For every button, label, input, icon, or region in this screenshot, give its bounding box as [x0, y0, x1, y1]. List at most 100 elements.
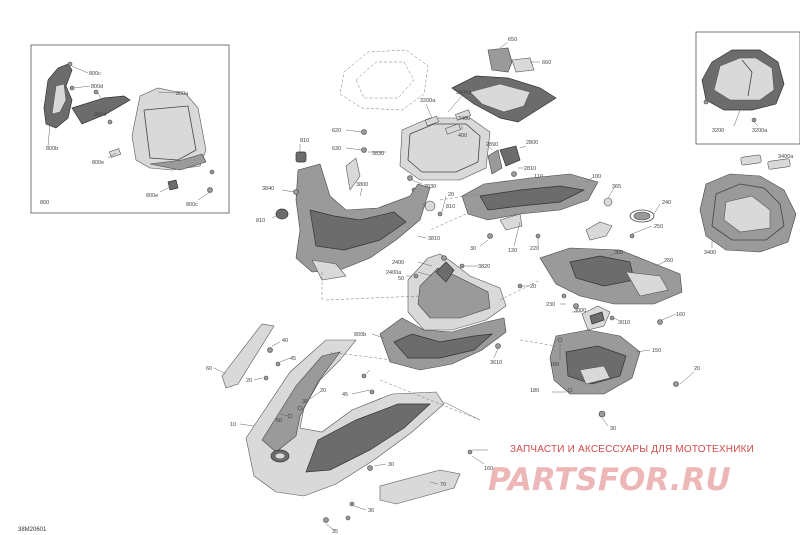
- drawing-code: 38M20601: [18, 527, 47, 533]
- screw-3010-icon: [609, 315, 615, 321]
- label-3400: 3400: [458, 116, 470, 122]
- screw-630-icon: [361, 147, 367, 153]
- label-20: 20: [448, 192, 454, 198]
- label-2890: 2890: [486, 142, 498, 148]
- part-365-icon: [603, 197, 613, 207]
- panel-3800-detail: [309, 209, 407, 251]
- pad-3400a: [455, 109, 471, 121]
- inner-panel-3400-opening: [711, 183, 785, 241]
- nut-icon: [209, 169, 215, 175]
- label-2810: 2810: [524, 166, 536, 172]
- inner-panel-3400-floor: [723, 195, 771, 233]
- screw-3200a-icon: [751, 117, 757, 123]
- label-3840: 3840: [262, 186, 274, 192]
- screw-30-icon: [297, 405, 303, 411]
- screw-160-icon: [657, 319, 663, 325]
- screw-160-icon: [557, 337, 563, 343]
- windshield-outline: [143, 105, 197, 161]
- fairing-10: [245, 339, 445, 497]
- watermark-text: ЗАПЧАСТИ И АКСЕССУАРЫ ДЛЯ МОТОТЕХНИКИ: [510, 444, 754, 455]
- label-3820: 3820: [478, 264, 490, 270]
- frame-3400-inner: [407, 123, 481, 173]
- label-35: 35: [332, 529, 338, 535]
- label-400: 400: [458, 133, 467, 139]
- label-3830: 3830: [424, 184, 436, 190]
- grommet-810-icon: [424, 200, 436, 212]
- screw-3830-icon: [407, 175, 413, 181]
- label-3830: 3830: [372, 151, 384, 157]
- washer-icon: [561, 293, 567, 299]
- ring-240-icon: [629, 209, 655, 223]
- label-800d: 800d: [91, 84, 103, 90]
- front-panel-3800: 3840 810 3800 20 810 3810: [256, 157, 455, 281]
- label-260: 260: [664, 258, 673, 264]
- lower-panel-800b: 800b 3610: [354, 317, 507, 371]
- label-3810: 3810: [428, 236, 440, 242]
- part-2800: [499, 145, 521, 167]
- label-800a: 800a: [176, 91, 189, 97]
- screw-20-icon: [673, 381, 679, 387]
- headlight-2400: 2400 2400a 3820 50 20: [386, 253, 536, 331]
- label-220: 220: [530, 246, 539, 252]
- label-3400: 3400: [704, 250, 716, 256]
- panel-150-detail: [565, 345, 627, 385]
- screw-30-icon: [487, 233, 493, 239]
- screw-20-icon: [287, 413, 293, 419]
- label-20: 20: [320, 388, 326, 394]
- label-30: 30: [302, 399, 308, 405]
- headlight-bracket: [435, 261, 455, 283]
- screw-800c-icon: [207, 187, 213, 193]
- pad-3400a: [767, 158, 791, 170]
- label-50: 50: [276, 418, 282, 424]
- pad-3400a: [424, 115, 440, 127]
- label-180: 180: [530, 388, 539, 394]
- watermark: ЗАПЧАСТИ И АКСЕССУАРЫ ДЛЯ МОТОТЕХНИКИ PA…: [488, 444, 754, 498]
- label-3400a: 3400a: [456, 90, 472, 96]
- screw-36-icon: [349, 501, 355, 507]
- ghost-3200-inner: [355, 61, 415, 99]
- part-3000-detail: [589, 311, 605, 325]
- windshield-bracket-detail: [51, 83, 67, 115]
- grommet-810-icon: [295, 151, 307, 163]
- windshield-800a: [131, 87, 207, 171]
- top-parts: 650 660 3200a 3400a 3400 400 620 630 810…: [295, 37, 557, 193]
- label-800e: 800e: [92, 160, 104, 166]
- screw-30-icon: [367, 465, 373, 471]
- washer-800d-icon: [69, 85, 75, 91]
- screw-20-icon: [437, 211, 443, 217]
- upper-panel-3200-ridge: [741, 59, 753, 97]
- washer-800d-icon: [93, 89, 99, 95]
- label-250: 250: [654, 224, 663, 230]
- label-30: 30: [470, 246, 476, 252]
- label-800e: 800e: [146, 193, 158, 199]
- assembly-lines: [321, 193, 557, 421]
- part-650: [487, 47, 513, 73]
- panel-150-tab: [579, 365, 611, 385]
- console-260: [625, 271, 669, 297]
- label-2400: 2400: [392, 260, 404, 266]
- label-630: 630: [332, 146, 341, 152]
- label-130: 130: [508, 248, 517, 254]
- fairing-10-emblem-inner: [274, 452, 286, 460]
- screw-250-icon: [629, 233, 635, 239]
- label-2400a: 2400a: [386, 270, 402, 276]
- label-650: 650: [508, 37, 517, 43]
- label-150: 150: [652, 348, 661, 354]
- label-3000: 3000: [574, 308, 586, 314]
- screw-230-icon: [573, 303, 579, 309]
- main-fairing-10: 40 45 60 20 45 20 30 10 50 30 160 70 36 …: [206, 323, 493, 535]
- screw-icon: [459, 263, 465, 269]
- fairing-10-right-detail: [305, 403, 431, 473]
- windshield-bottom-strip: [149, 153, 207, 171]
- label-230: 230: [546, 302, 555, 308]
- label-160: 160: [676, 312, 685, 318]
- clip-800e-icon: [167, 179, 179, 191]
- screw-3840-icon: [293, 189, 299, 195]
- part-660: [511, 57, 535, 73]
- label-45: 45: [342, 392, 348, 398]
- label-240: 240: [662, 200, 671, 206]
- label-3200a: 3200a: [420, 98, 436, 104]
- label-3010: 3010: [618, 320, 630, 326]
- label-36: 36: [368, 508, 374, 514]
